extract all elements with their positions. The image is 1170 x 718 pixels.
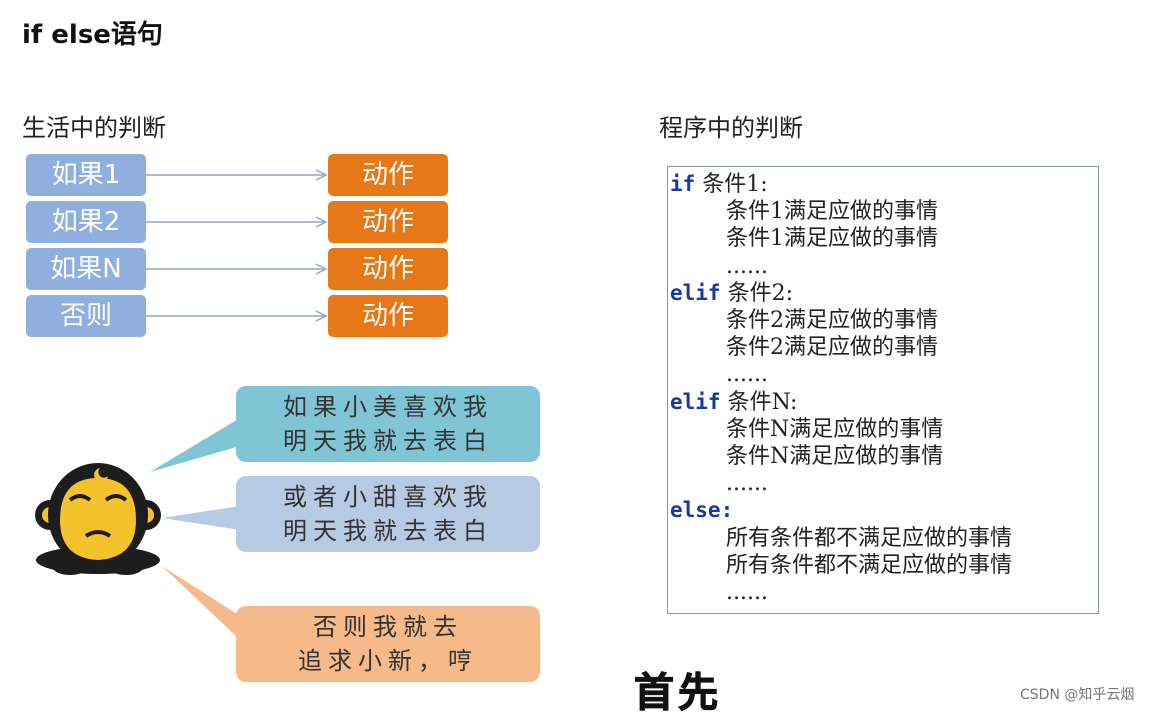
action-box-n: 动作 <box>328 248 448 290</box>
program-judgment-heading: 程序中的判断 <box>659 114 803 142</box>
bubble-1-line-2: 明天我就去表白 <box>283 427 493 455</box>
bubble-2-line-2: 明天我就去表白 <box>283 517 493 545</box>
code-text: 条件N满足应做的事情 <box>726 444 944 469</box>
monkey-mascot-icon <box>35 463 161 575</box>
arrow-head-2 <box>315 216 328 228</box>
condition-box-n: 如果N <box>26 248 146 290</box>
code-text: 条件N: <box>720 389 798 415</box>
code-line: elif 条件2: <box>670 280 793 307</box>
code-text: 条件N满足应做的事情 <box>726 416 944 442</box>
code-text: 所有条件都不满足应做的事情 <box>726 552 1013 578</box>
code-text: ...... <box>726 362 768 388</box>
code-keyword: elif <box>670 389 721 414</box>
code-keyword: elif <box>670 280 721 305</box>
code-line: elif 条件N: <box>670 389 797 416</box>
life-judgment-heading: 生活中的判断 <box>22 114 166 142</box>
code-line: 条件N满足应做的事情 <box>726 416 943 443</box>
code-line: 条件2满足应做的事情 <box>726 334 938 361</box>
code-text: 所有条件都不满足应做的事情 <box>726 525 1013 551</box>
code-line: 条件1满足应做的事情 <box>726 225 938 252</box>
code-line: if 条件1: <box>670 171 768 198</box>
code-text: 条件2满足应做的事情 <box>726 335 938 361</box>
bubble-1-line-1: 如果小美喜欢我 <box>283 393 493 421</box>
bubble-tail-1 <box>150 418 240 472</box>
code-line: ...... <box>726 361 768 388</box>
arrow-head-1 <box>315 169 328 181</box>
speech-bubble-3: 否则我就去 追求小新，哼 <box>236 606 540 682</box>
bubble-3-line-1: 否则我就去 <box>313 613 463 641</box>
bubble-tail-3 <box>162 566 240 640</box>
code-line: 条件2满足应做的事情 <box>726 307 938 334</box>
code-text: 条件1满足应做的事情 <box>726 199 938 225</box>
code-text: ...... <box>726 471 768 497</box>
action-box-else: 动作 <box>328 295 448 337</box>
code-text: 条件1: <box>695 172 768 197</box>
code-line: ...... <box>726 253 768 280</box>
code-line: 条件N满足应做的事情 <box>726 443 943 470</box>
code-line: 所有条件都不满足应做的事情 <box>726 525 1012 552</box>
condition-box-2: 如果2 <box>26 201 146 243</box>
code-text: ...... <box>726 580 768 605</box>
code-box: if 条件1:条件1满足应做的事情条件1满足应做的事情......elif 条件… <box>667 166 1099 614</box>
code-keyword: else: <box>670 498 734 523</box>
code-keyword: if <box>670 172 696 196</box>
bubble-2-line-1: 或者小甜喜欢我 <box>283 483 493 511</box>
code-text: 条件2满足应做的事情 <box>726 308 938 333</box>
action-box-1: 动作 <box>328 154 448 196</box>
watermark: CSDN @知乎云烟 <box>1020 687 1135 703</box>
video-caption: 首先 <box>634 670 722 717</box>
code-line: 所有条件都不满足应做的事情 <box>726 552 1012 579</box>
code-text: 条件1满足应做的事情 <box>726 226 938 252</box>
condition-box-else: 否则 <box>26 295 146 337</box>
code-text: ...... <box>726 253 768 279</box>
code-line: 条件1满足应做的事情 <box>726 198 938 225</box>
condition-box-1: 如果1 <box>26 154 146 196</box>
code-line: ...... <box>726 470 768 497</box>
bubble-tail-2 <box>162 506 240 530</box>
code-line: ...... <box>726 579 768 606</box>
speech-bubble-2: 或者小甜喜欢我 明天我就去表白 <box>236 476 540 552</box>
bubble-3-line-2: 追求小新，哼 <box>298 647 478 675</box>
page-title: if else语句 <box>22 20 163 50</box>
speech-bubble-1: 如果小美喜欢我 明天我就去表白 <box>236 386 540 462</box>
code-text: 条件2: <box>720 280 793 306</box>
arrow-head-else <box>315 310 328 322</box>
action-box-2: 动作 <box>328 201 448 243</box>
code-line: else: <box>670 497 733 524</box>
arrow-head-n <box>315 263 328 275</box>
